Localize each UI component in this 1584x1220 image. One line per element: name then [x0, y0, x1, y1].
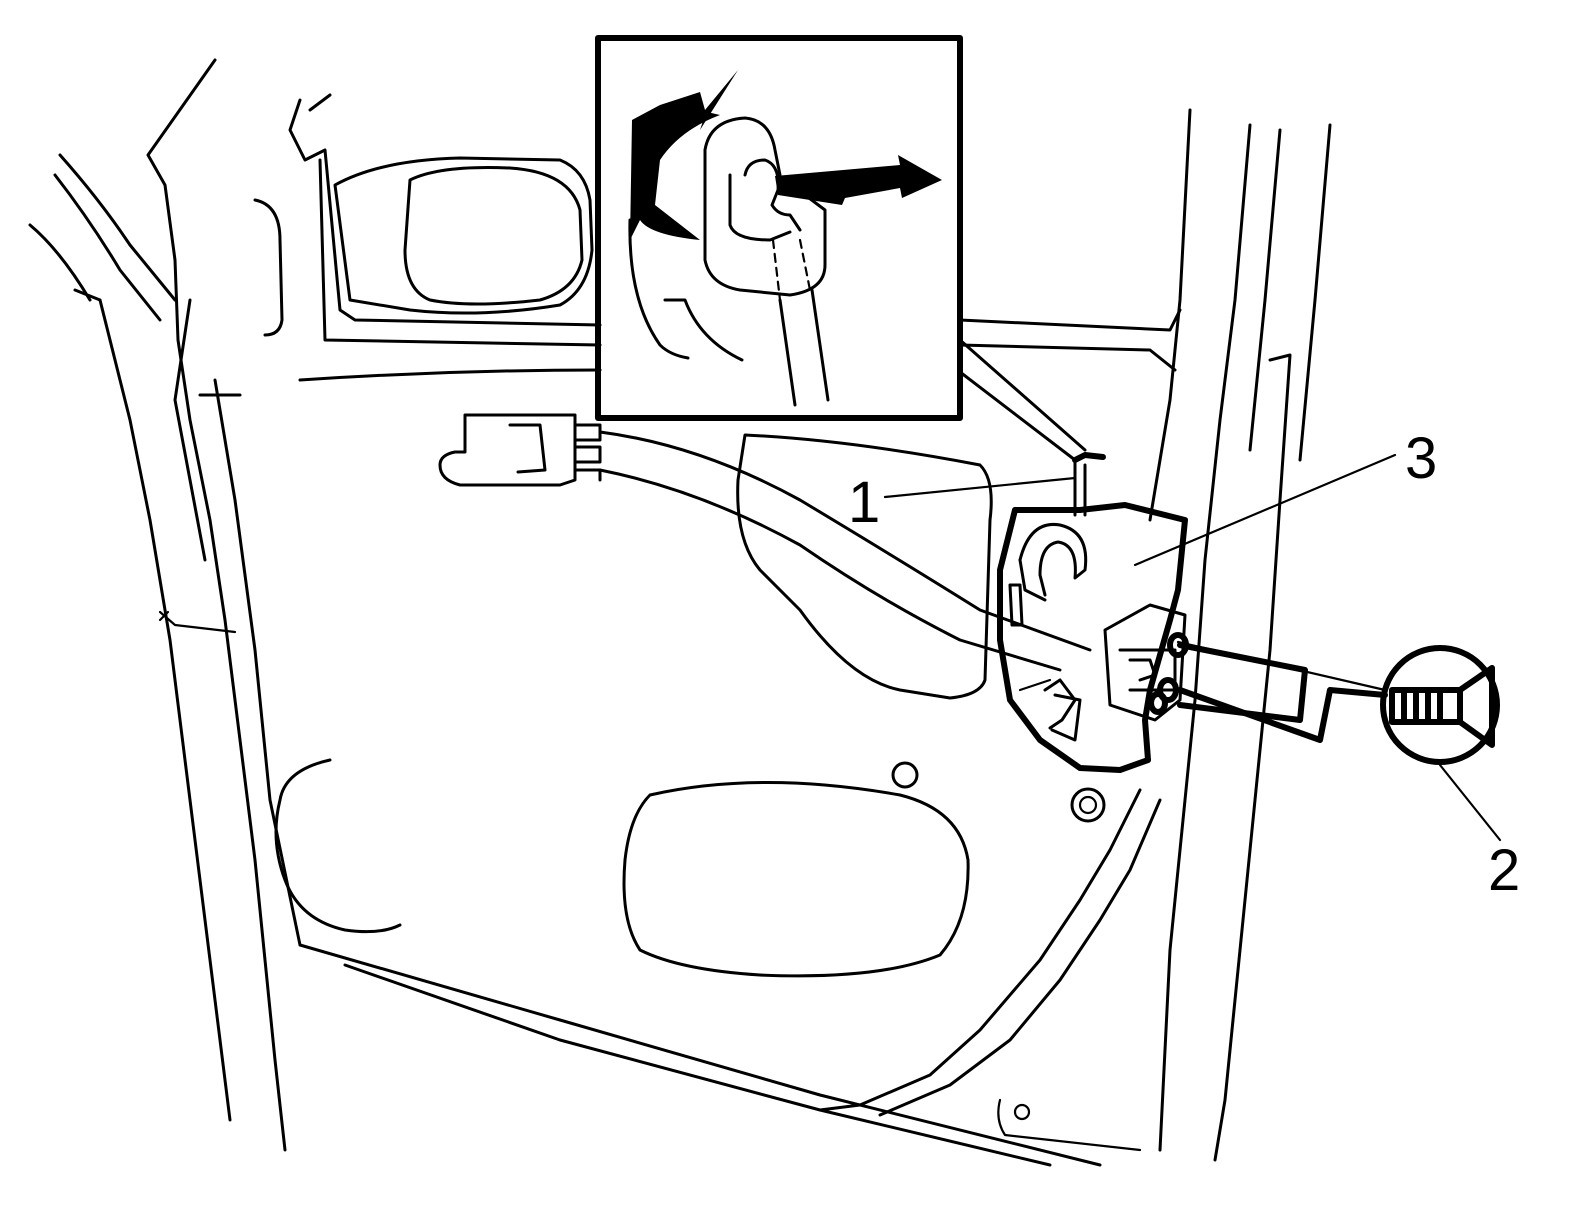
callout-2: 2 — [1438, 763, 1520, 903]
inner-handle-connector — [438, 413, 1092, 672]
rotate-arrow-icon — [630, 70, 738, 240]
callout-1: 1 — [848, 470, 1077, 535]
speaker-opening — [274, 758, 1106, 978]
door-frame — [173, 93, 1332, 1167]
access-panel — [736, 433, 993, 700]
callout-label-2: 2 — [1488, 838, 1520, 903]
screw-guide-lines — [1176, 640, 1388, 743]
side-mirror — [253, 156, 594, 337]
detail-inset — [595, 35, 1087, 462]
a-pillar — [28, 58, 287, 1152]
callout-label-3: 3 — [1405, 426, 1437, 491]
callout-3: 3 — [1133, 426, 1437, 567]
door-lock-assembly — [997, 502, 1189, 773]
screw-icon — [1380, 645, 1500, 765]
pull-arrow-icon — [775, 155, 942, 205]
callout-label-1: 1 — [848, 470, 880, 535]
lock-rod — [1072, 452, 1106, 517]
